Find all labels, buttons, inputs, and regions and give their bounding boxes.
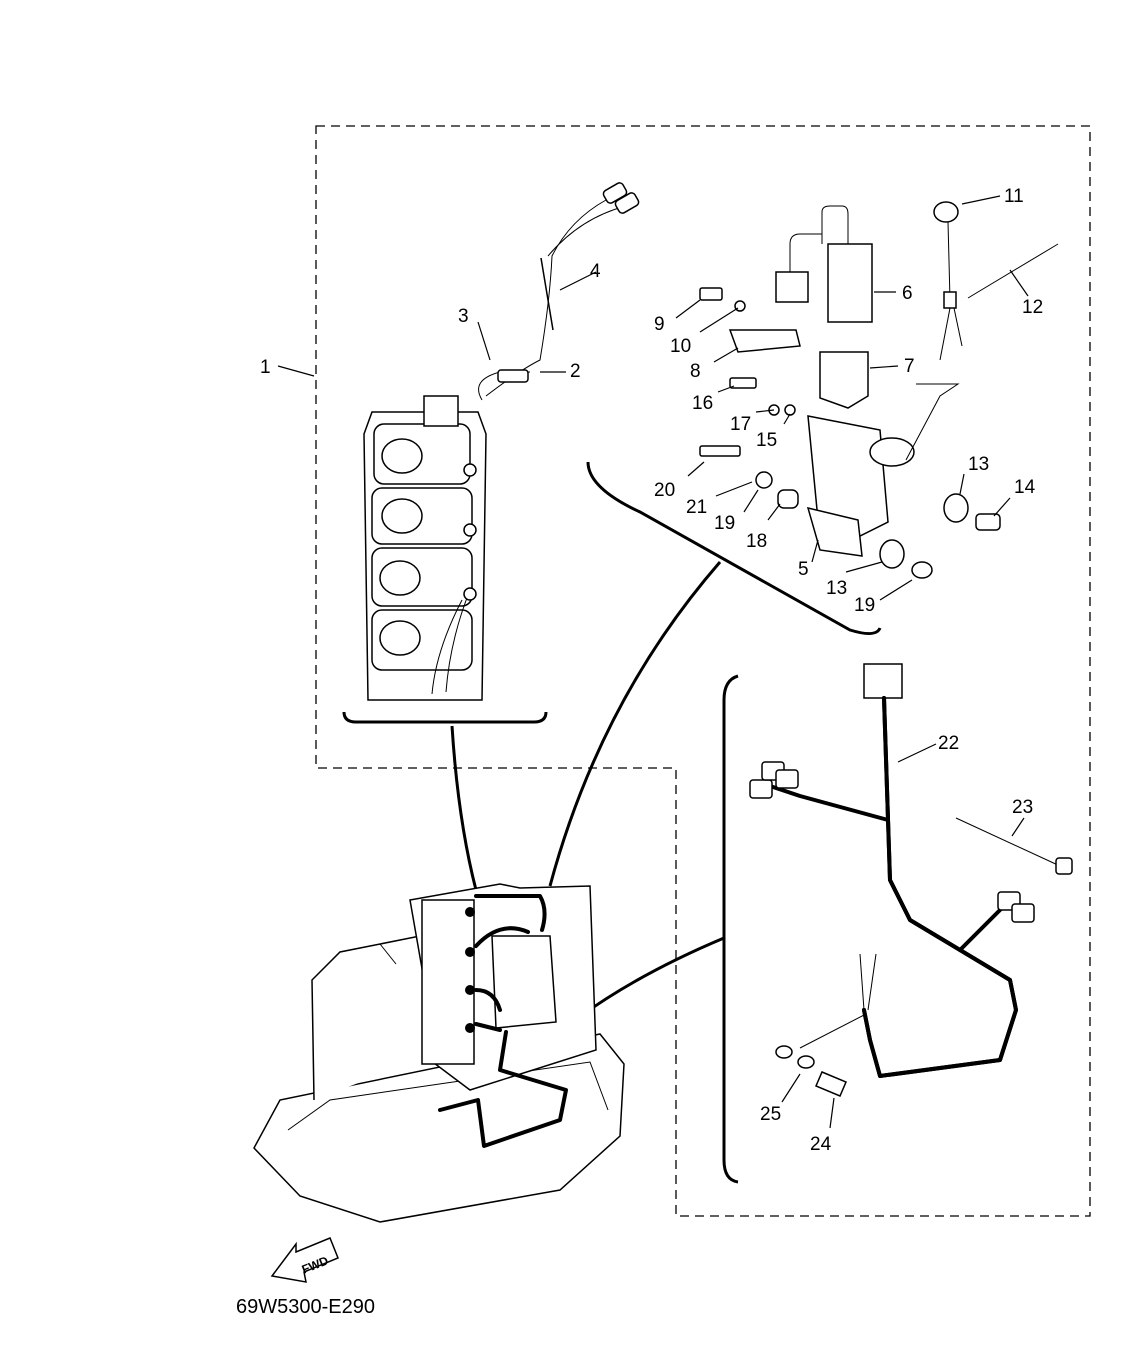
callout-numbers: 1 2 3 4 5 6 7 8 9 10 11 12 13 13 14 15 1…	[260, 186, 1043, 1155]
callout-1: 1	[260, 357, 271, 378]
switch-lead	[905, 201, 1059, 461]
callout-14: 14	[1014, 477, 1036, 498]
callout-18: 18	[746, 531, 767, 552]
callout-20: 20	[654, 480, 675, 501]
callout-9: 9	[654, 314, 665, 335]
callout-13a: 13	[968, 454, 989, 475]
sensor-lead	[478, 182, 640, 401]
callout-7: 7	[904, 356, 915, 377]
callout-3: 3	[458, 306, 469, 327]
callout-2: 2	[570, 361, 581, 382]
callout-11: 11	[1004, 186, 1024, 207]
assembly-boundary	[315, 125, 1091, 1217]
callout-10: 10	[670, 336, 691, 357]
wire-harness	[749, 663, 1073, 1097]
callout-19b: 19	[854, 595, 875, 616]
fwd-arrow-icon: FWD	[270, 1237, 339, 1283]
engine-outline	[253, 883, 625, 1223]
callout-17: 17	[730, 414, 751, 435]
callout-23: 23	[1012, 797, 1033, 818]
callout-24: 24	[810, 1134, 832, 1155]
leader-lines	[277, 195, 1029, 1129]
callout-13b: 13	[826, 578, 847, 599]
group-brackets	[342, 461, 882, 1184]
callout-6: 6	[902, 283, 913, 304]
callout-21: 21	[686, 497, 707, 518]
callout-19a: 19	[714, 513, 735, 534]
callout-12: 12	[1022, 297, 1043, 318]
callout-25: 25	[760, 1104, 781, 1125]
callout-15: 15	[756, 430, 777, 451]
callout-16: 16	[692, 393, 713, 414]
callout-5: 5	[798, 559, 809, 580]
diagram-code: 69W5300-E290	[236, 1296, 375, 1318]
carburetor-assembly	[363, 395, 487, 701]
callout-22: 22	[938, 733, 959, 754]
bracket-group	[699, 205, 1001, 579]
callout-4: 4	[590, 261, 601, 282]
callout-8: 8	[690, 361, 701, 382]
